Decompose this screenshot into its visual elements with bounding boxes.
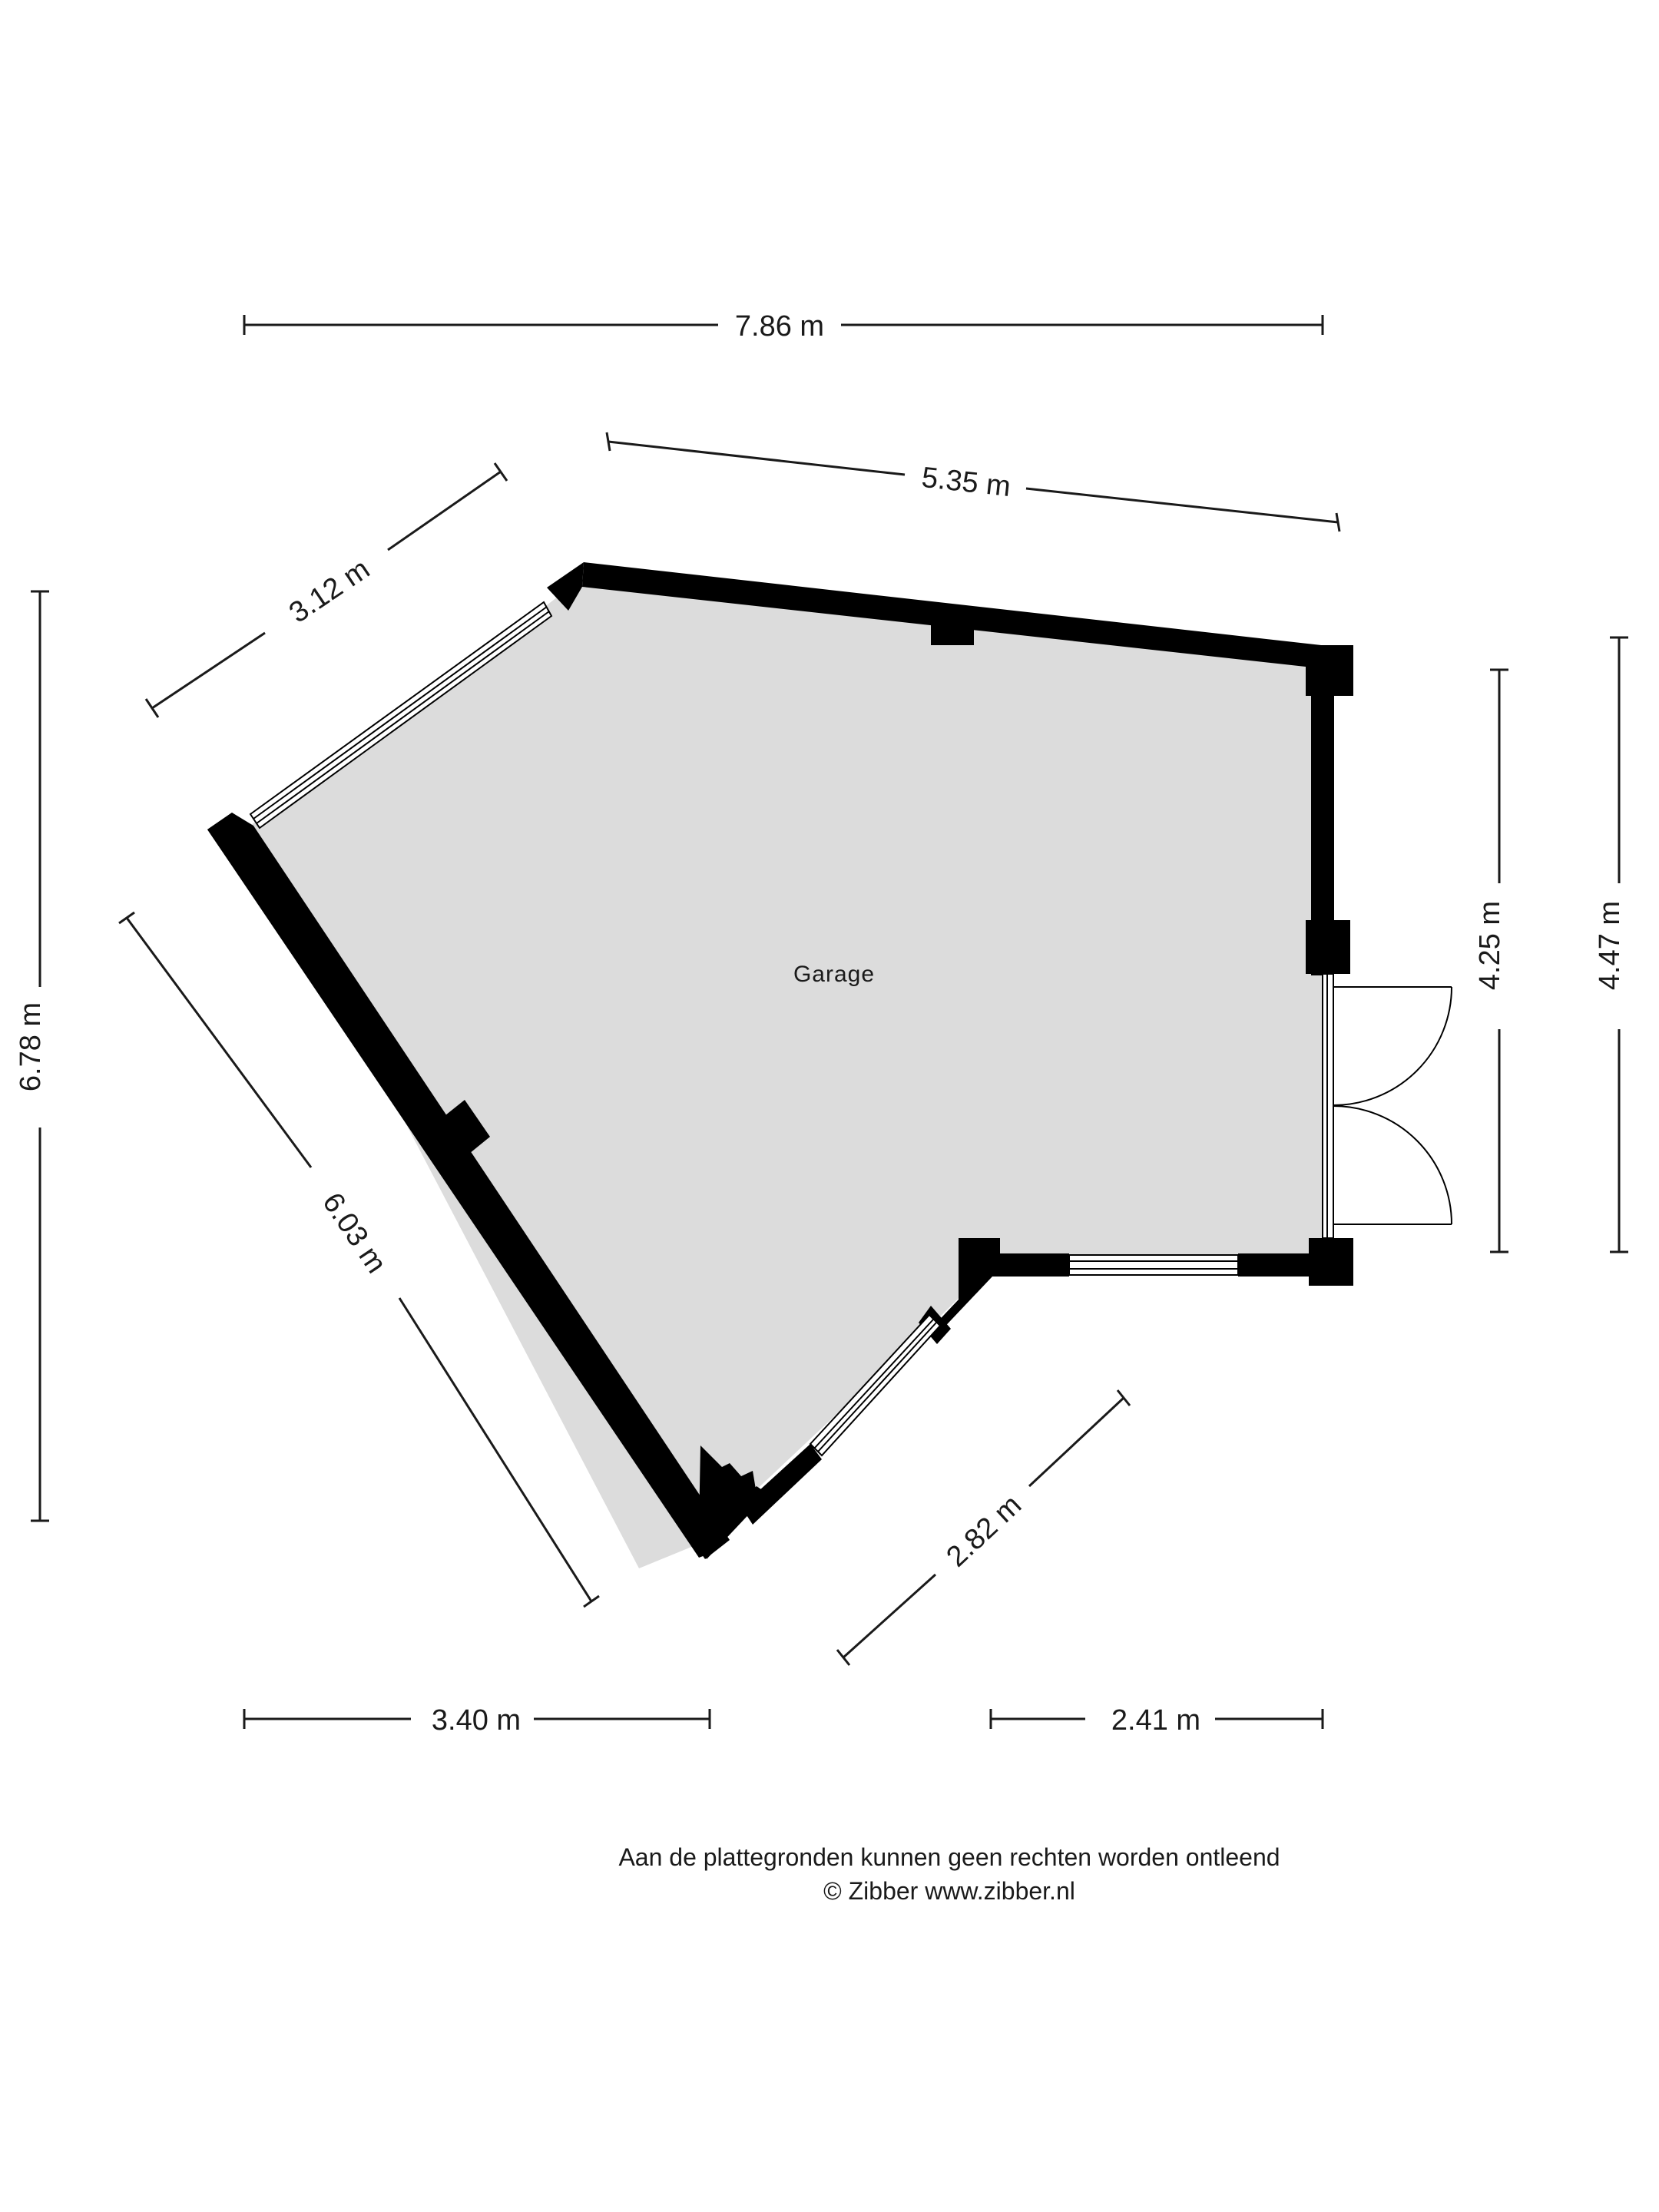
footer-copyright-text: © Zibber www.zibber.nl [823,1877,1075,1905]
wall-bottom-right-b [1238,1253,1315,1277]
wall-bottom-right-a [992,1253,1069,1277]
footer-disclaimer-text: Aan de plattegronden kunnen geen rechten… [618,1843,1280,1871]
dimension-lines [31,315,1628,1729]
window-bottom-right [1068,1254,1239,1276]
wall-top [582,562,1335,670]
dim-bottom-right: 2.41 m [1111,1704,1200,1737]
garage-floor [250,584,1323,1568]
dim-top-width: 7.86 m [735,310,824,343]
door-swing-lower [1333,1105,1452,1225]
footer-copyright: © Zibber www.zibber.nl [0,1877,1659,1906]
dim-right-outer: 4.47 m [1594,901,1626,990]
room-label: Garage [793,962,875,987]
dim-lower-right: 2.82 m [941,1488,1028,1573]
dim-bottom-left: 3.40 m [432,1704,521,1737]
windows [249,601,1239,1457]
footer-disclaimer: Aan de plattegronden kunnen geen rechten… [0,1843,1659,1872]
dim-left-diagonal: 6.03 m [316,1187,392,1280]
door-swing-upper [1333,986,1452,1106]
walls [207,562,1353,1559]
dim-left-height: 6.78 m [15,1002,47,1091]
wall-bottom-corner [931,1238,1000,1335]
wall-left-outer [207,813,730,1559]
door-right [1322,973,1452,1239]
dim-upper-left: 3.12 m [283,553,376,630]
wall-lower-diagonal-b [741,1444,822,1525]
wall-top-pilaster [931,621,974,645]
wall-left-pilaster [430,1100,490,1164]
window-lower-diagonal [809,1313,942,1457]
dim-right-inner: 4.25 m [1474,901,1506,990]
wall-right-corner-bottom [1309,1238,1353,1286]
window-upper-left [249,601,553,830]
dim-top-wall: 5.35 m [920,462,1012,503]
wall-top-corner [547,562,584,611]
wall-right-pilaster [1306,920,1350,974]
wall-right-corner-top [1306,645,1353,696]
